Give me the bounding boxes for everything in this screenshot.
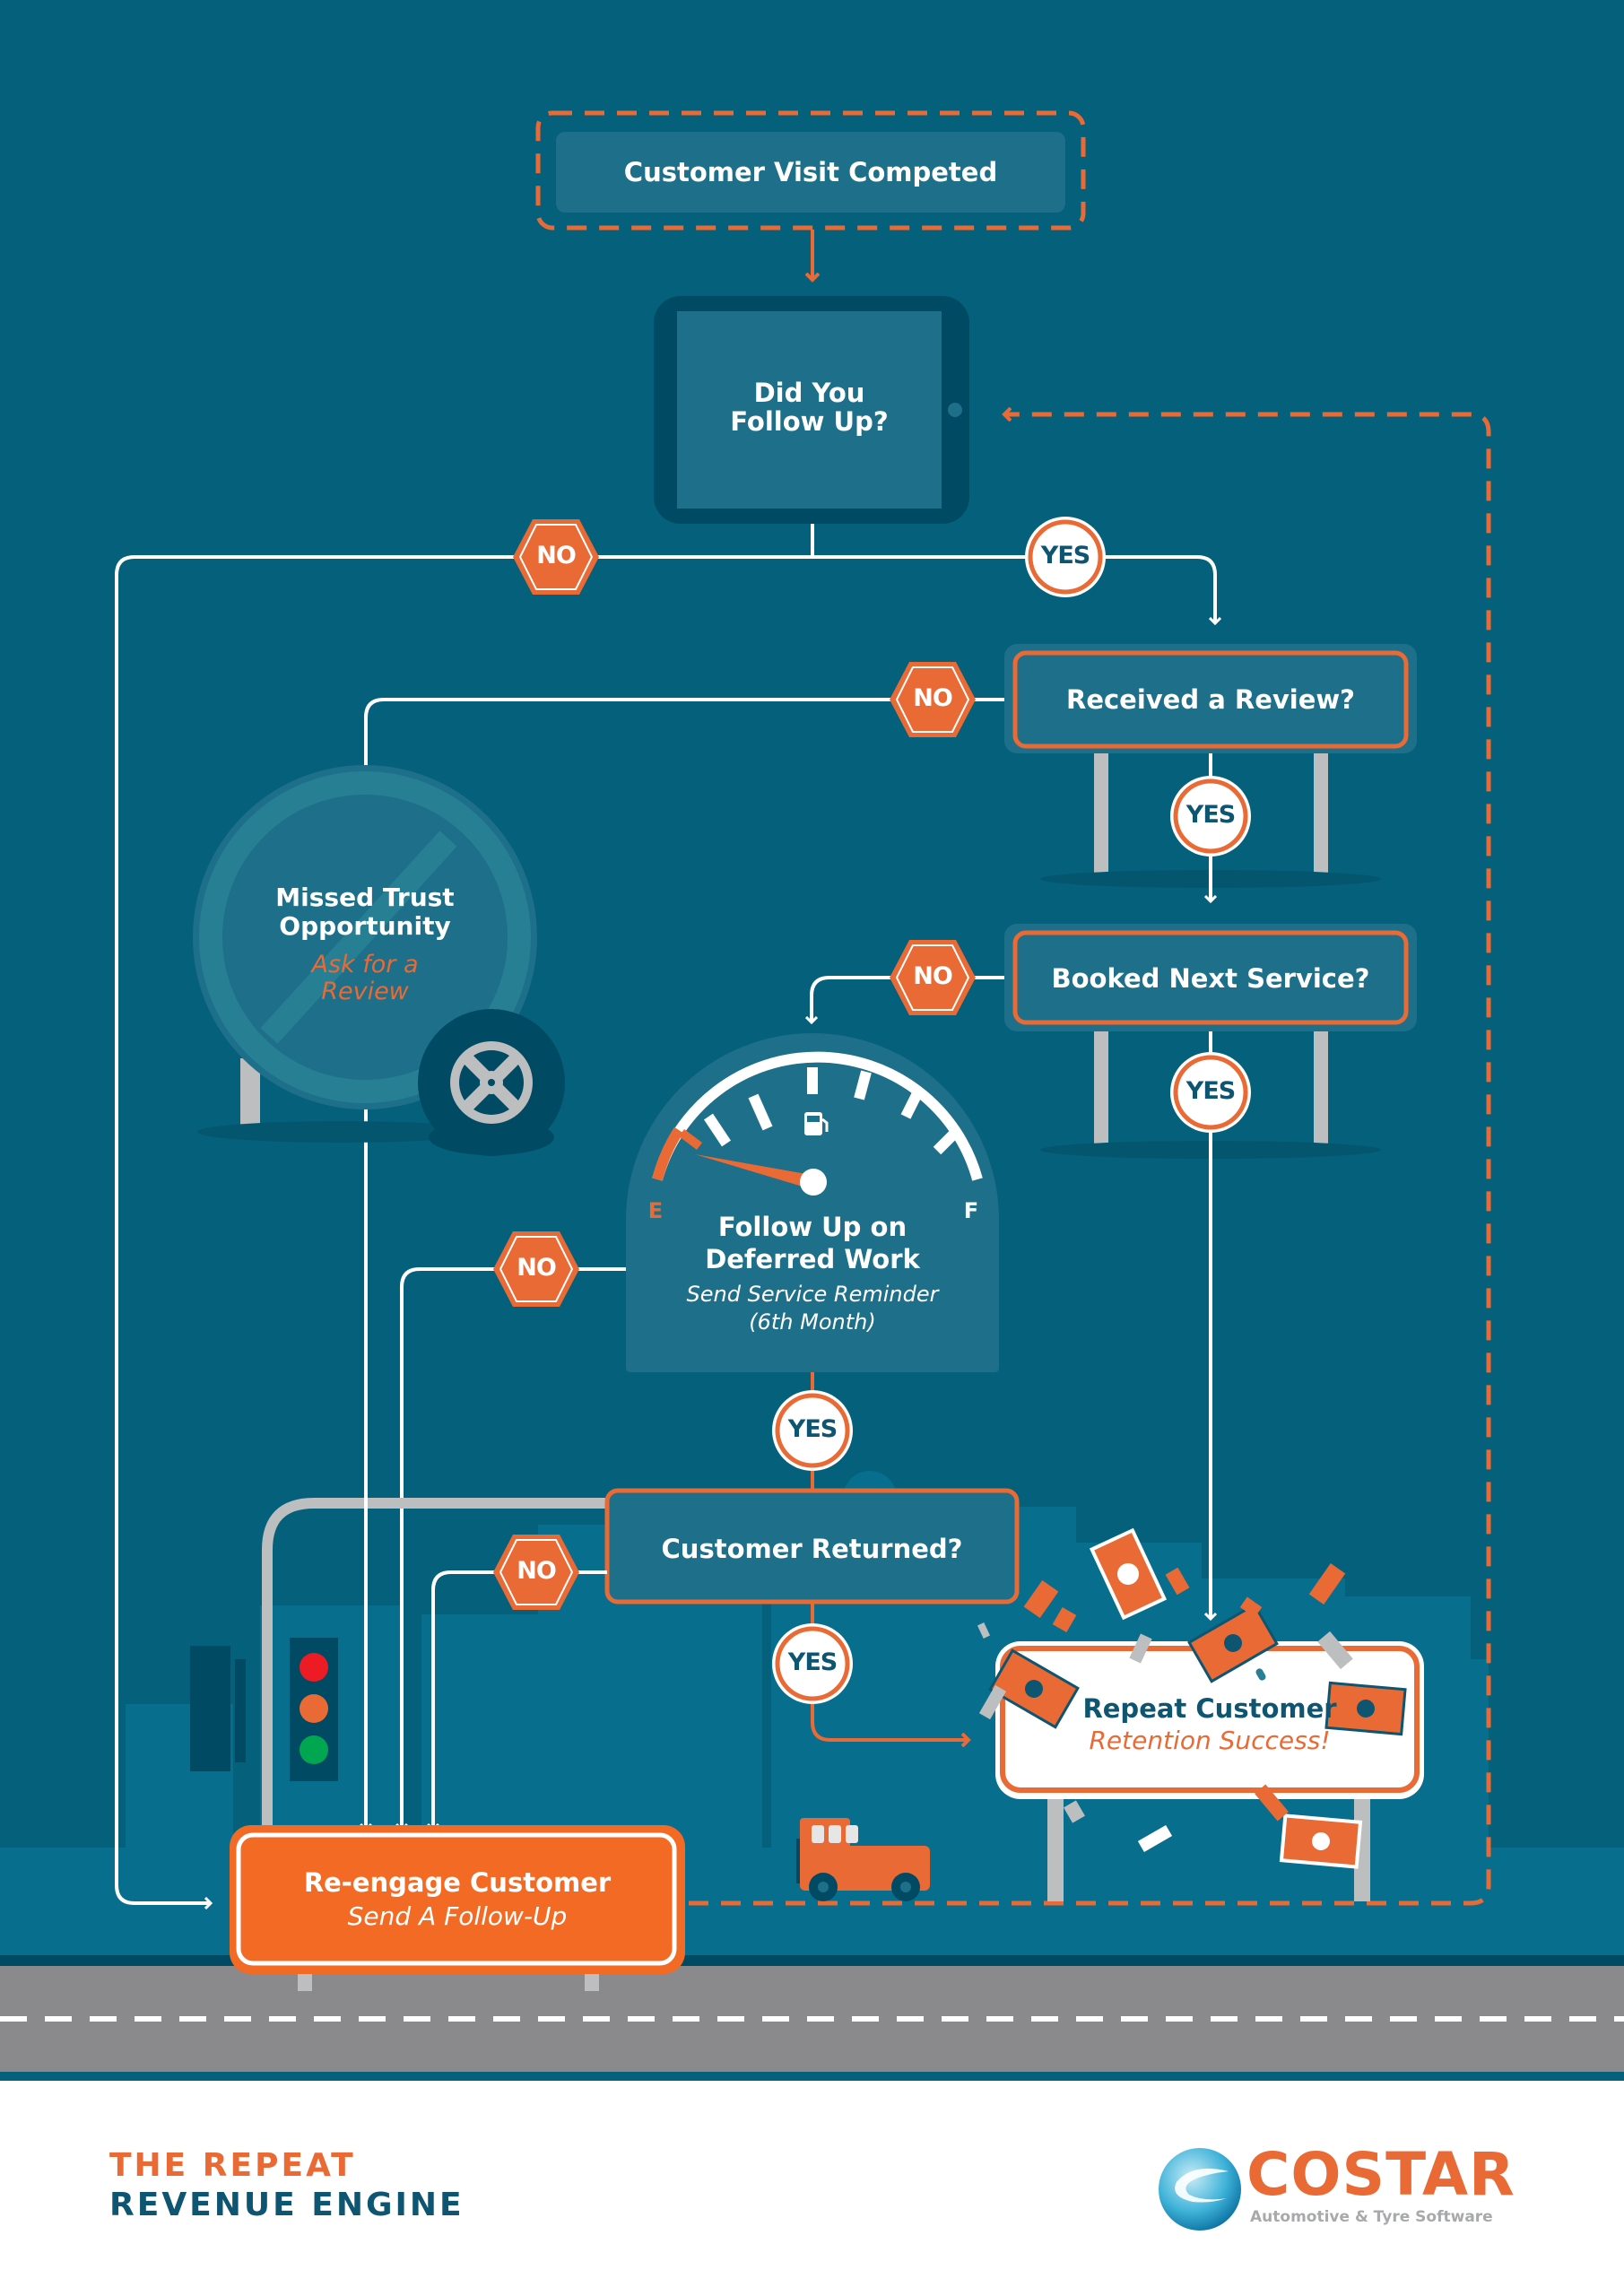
footer-title-line2: REVENUE ENGINE [109, 2187, 465, 2223]
yes-badge-ring [1028, 519, 1103, 595]
no-badge-inner-border [518, 524, 594, 590]
success-sub: Retention Success! [1089, 1726, 1331, 1755]
no-badge-hexagon [890, 940, 976, 1015]
money-confetti [977, 1527, 1407, 1869]
deferred-sub2: (6th Month) [749, 1309, 876, 1335]
follow-up-line1: Did You [753, 378, 865, 408]
yes-badge-ring [775, 1626, 850, 1701]
deferred-sub1: Send Service Reminder [686, 1282, 939, 1307]
footer-title-line1: THE REPEAT [109, 2147, 356, 2184]
node-review-label: Received a Review? [1065, 684, 1356, 715]
deferred-line1: Follow Up on [717, 1212, 908, 1242]
node-returned-label: Customer Returned? [661, 1534, 963, 1564]
costar-logo-icon [1159, 2148, 1241, 2231]
reengage-label: Re-engage Customer [303, 1867, 612, 1898]
no-badge-hexagon [493, 1535, 579, 1610]
flowchart-canvas: Customer Visit Competed Did You Follow U… [0, 0, 1624, 2081]
gauge-empty-label: E [647, 1198, 664, 1223]
no-badge-inner-border [499, 1236, 574, 1302]
no-badge-label: NO [517, 1254, 557, 1282]
node-start-label: Customer Visit Competed [623, 157, 998, 187]
yes-badge-label: YES [787, 1648, 838, 1676]
node-booked-label: Booked Next Service? [1051, 963, 1370, 994]
success-label: Repeat Customer [1082, 1693, 1337, 1724]
no-badge-hexagon [513, 519, 599, 595]
no-badge-inner-border [895, 666, 970, 733]
missed-trust-sub1: Ask for a [311, 951, 419, 978]
reengage-sub: Send A Follow-Up [347, 1901, 568, 1931]
no-badge-label: NO [517, 1557, 557, 1585]
no-badge-label: NO [913, 962, 953, 990]
flowchart-art [0, 110, 1624, 2072]
no-badge-hexagon [493, 1231, 579, 1307]
node-missed-trust: Missed Trust Opportunity Ask for a Revie… [230, 883, 499, 1005]
gauge-full-label: F [963, 1198, 979, 1223]
costar-tagline: Automotive & Tyre Software [1250, 2208, 1493, 2226]
no-badge-hexagon [890, 662, 976, 737]
yes-badge-ring [1173, 778, 1248, 854]
deferred-line2: Deferred Work [705, 1244, 920, 1274]
missed-trust-line1: Missed Trust [275, 883, 455, 912]
yes-badge-label: YES [1185, 801, 1236, 829]
missed-trust-line2: Opportunity [279, 911, 451, 941]
yes-badge-ring [1173, 1055, 1248, 1130]
node-success: Repeat Customer Retention Success! [1003, 1692, 1417, 1757]
node-deferred: Follow Up on Deferred Work Send Service … [626, 1211, 999, 1336]
yes-badge-label: YES [787, 1415, 838, 1443]
yes-badge-label: YES [1185, 1077, 1236, 1105]
footer-title: THE REPEAT REVENUE ENGINE [109, 2146, 465, 2225]
no-badges [493, 519, 976, 1610]
no-badge-inner-border [895, 944, 970, 1011]
yes-badge-ring [775, 1393, 850, 1468]
no-badge-label: NO [913, 684, 953, 712]
costar-brand: COSTAR [1246, 2140, 1515, 2209]
yes-badge-label: YES [1040, 542, 1090, 570]
follow-up-line2: Follow Up? [730, 406, 889, 437]
yes-badges [772, 517, 1251, 1704]
car-icon [796, 1818, 930, 1901]
missed-trust-sub2: Review [321, 978, 409, 1005]
no-badge-label: NO [536, 542, 577, 570]
no-badge-inner-border [499, 1539, 574, 1605]
node-reengage: Re-engage Customer Send A Follow-Up [230, 1866, 685, 1934]
node-follow-up-label: Did You Follow Up? [677, 378, 942, 436]
